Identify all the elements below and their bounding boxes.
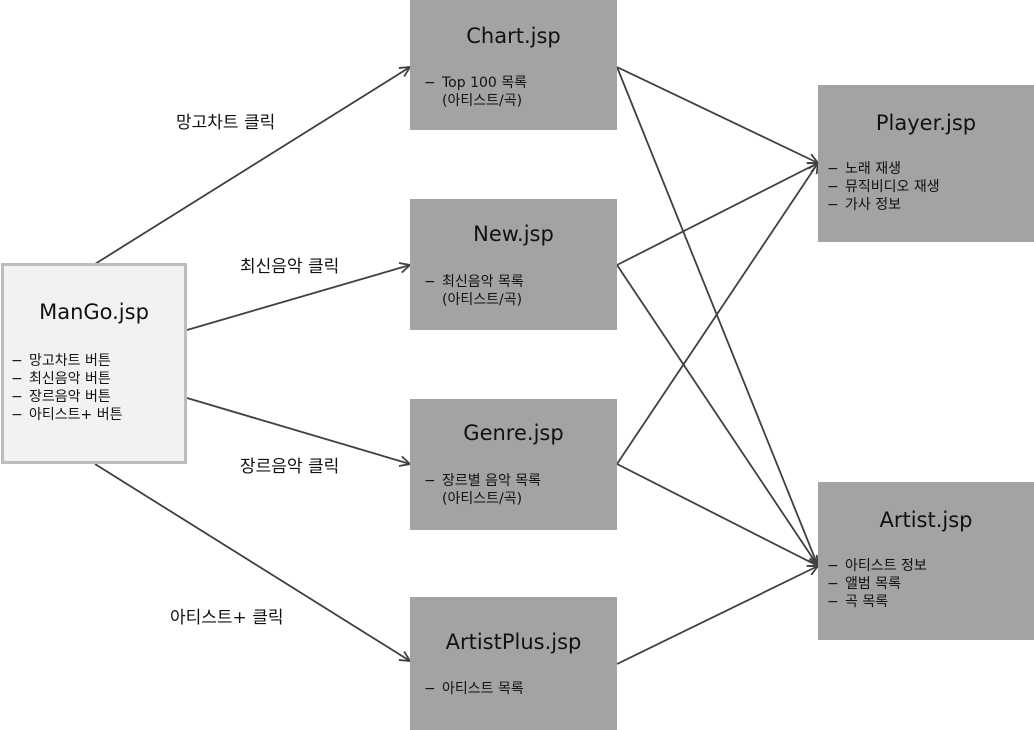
edge-label-artistplus-click: 아티스트+ 클릭 (170, 608, 284, 628)
edge-label-new-click: 최신음악 클릭 (240, 257, 340, 277)
chart-item: Top 100 목록 (424, 74, 527, 92)
artist-node[interactable]: Artist.jsp 아티스트 정보 앨범 목록 곡 목록 (818, 482, 1034, 640)
genre-item-sub: (아티스트/곡) (442, 491, 523, 507)
mango-item: 장르음악 버튼 (11, 388, 122, 406)
genre-item-list: 장르별 음악 목록 (아티스트/곡) (424, 472, 541, 508)
edge-mango-to-new (186, 265, 410, 331)
edge-genre-to-player (616, 163, 818, 465)
artistplus-item-list: 아티스트 목록 (424, 680, 524, 698)
new-item: 최신음악 목록 (424, 273, 524, 291)
edge-chart-to-artist (616, 66, 818, 566)
edge-mango-to-artistplus (94, 463, 410, 661)
artist-item: 곡 목록 (827, 593, 927, 611)
chart-item-list: Top 100 목록 (아티스트/곡) (424, 74, 527, 110)
edge-label-genre-click: 장르음악 클릭 (240, 457, 340, 477)
edge-genre-to-artist (616, 463, 818, 566)
edge-chart-to-player (616, 66, 818, 163)
edge-label-chart-click: 망고차트 클릭 (176, 113, 276, 133)
genre-title: Genre.jsp (463, 421, 564, 445)
mango-item-list: 망고차트 버튼 최신음악 버튼 장르음악 버튼 아티스트+ 버튼 (11, 352, 122, 424)
player-item-list: 노래 재생 뮤직비디오 재생 가사 정보 (827, 160, 940, 214)
artistplus-item: 아티스트 목록 (424, 680, 524, 698)
edge-mango-to-chart (94, 67, 410, 265)
player-node[interactable]: Player.jsp 노래 재생 뮤직비디오 재생 가사 정보 (818, 85, 1034, 242)
chart-item-sub: (아티스트/곡) (442, 93, 523, 109)
edge-new-to-player (616, 163, 818, 266)
new-item-list: 최신음악 목록 (아티스트/곡) (424, 273, 524, 309)
mango-title: ManGo.jsp (39, 300, 149, 324)
new-node[interactable]: New.jsp 최신음악 목록 (아티스트/곡) (410, 199, 617, 330)
chart-node[interactable]: Chart.jsp Top 100 목록 (아티스트/곡) (410, 0, 617, 130)
player-item: 뮤직비디오 재생 (827, 178, 940, 196)
artistplus-node[interactable]: ArtistPlus.jsp 아티스트 목록 (410, 597, 617, 730)
genre-item: 장르별 음악 목록 (424, 472, 541, 490)
artist-title: Artist.jsp (879, 508, 973, 532)
mango-item: 망고차트 버튼 (11, 352, 122, 370)
edge-artistplus-to-artist (616, 566, 818, 665)
mango-node[interactable]: ManGo.jsp 망고차트 버튼 최신음악 버튼 장르음악 버튼 아티스트+ … (1, 263, 187, 464)
mango-item: 아티스트+ 버튼 (11, 406, 122, 424)
new-item-sub: (아티스트/곡) (442, 292, 523, 308)
edge-mango-to-genre (186, 397, 410, 464)
mango-item: 최신음악 버튼 (11, 370, 122, 388)
chart-title: Chart.jsp (466, 24, 561, 48)
genre-node[interactable]: Genre.jsp 장르별 음악 목록 (아티스트/곡) (410, 399, 617, 530)
player-title: Player.jsp (875, 111, 977, 135)
new-title: New.jsp (473, 222, 554, 246)
player-item: 가사 정보 (827, 196, 940, 214)
edge-group (94, 66, 818, 665)
artistplus-title: ArtistPlus.jsp (445, 630, 582, 654)
edge-new-to-artist (616, 264, 818, 566)
artist-item: 앨범 목록 (827, 575, 927, 593)
player-item: 노래 재생 (827, 160, 940, 178)
artist-item: 아티스트 정보 (827, 557, 927, 575)
artist-item-list: 아티스트 정보 앨범 목록 곡 목록 (827, 557, 927, 611)
